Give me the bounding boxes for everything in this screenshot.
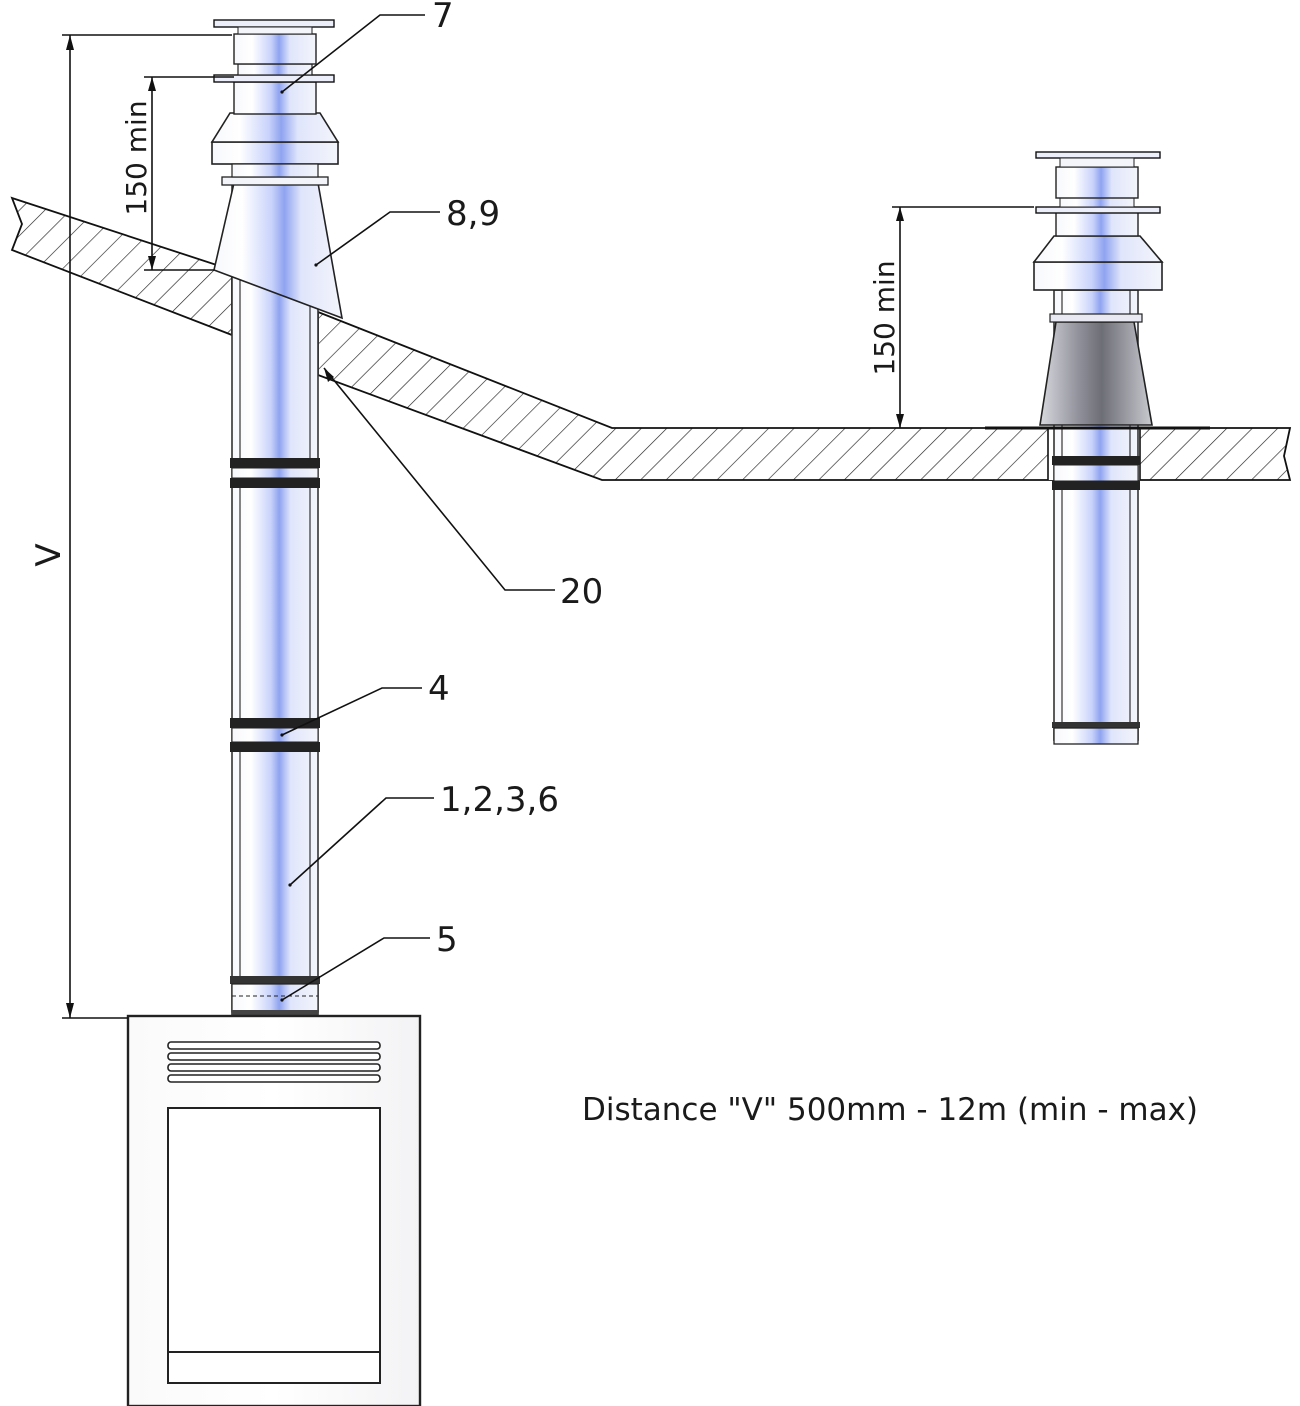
callout-4: 4 <box>280 669 450 737</box>
dimension-150-left-label: 150 min <box>120 100 153 215</box>
distance-note: Distance "V" 500mm - 12m (min - max) <box>582 1092 1198 1128</box>
callout-20: 20 <box>323 367 603 612</box>
left-bottom-adaptor <box>230 976 320 1016</box>
stove-door-window <box>167 1107 381 1384</box>
left-joint-ring-upper <box>230 458 320 488</box>
callout-1-2-3-6: 1,2,3,6 <box>288 780 559 887</box>
callout-8-9-label: 8,9 <box>446 194 500 234</box>
callout-1-2-3-6-label: 1,2,3,6 <box>440 780 559 820</box>
dimension-150-right-label: 150 min <box>868 260 901 375</box>
callout-7-label: 7 <box>432 0 454 36</box>
callout-5-label: 5 <box>436 920 458 960</box>
callout-8-9: 8,9 <box>314 194 500 267</box>
left-storm-collar <box>211 141 339 165</box>
right-chimney <box>985 151 1210 745</box>
dimension-v: V <box>29 34 232 1019</box>
stove-vent-grille <box>167 1041 381 1083</box>
callout-4-label: 4 <box>428 669 450 709</box>
callout-20-label: 20 <box>560 572 603 612</box>
dimension-v-label: V <box>29 543 69 566</box>
dimension-150-left: 150 min <box>120 76 234 271</box>
left-chimney <box>210 19 344 1016</box>
dimension-150-right: 150 min <box>868 206 1034 428</box>
left-joint-ring-lower <box>230 718 320 752</box>
right-flashing-cone <box>1039 321 1153 426</box>
callout-7: 7 <box>280 0 454 94</box>
callout-5: 5 <box>280 920 458 1002</box>
left-pipe-body <box>231 182 319 1016</box>
stove-unit <box>126 1014 422 1406</box>
